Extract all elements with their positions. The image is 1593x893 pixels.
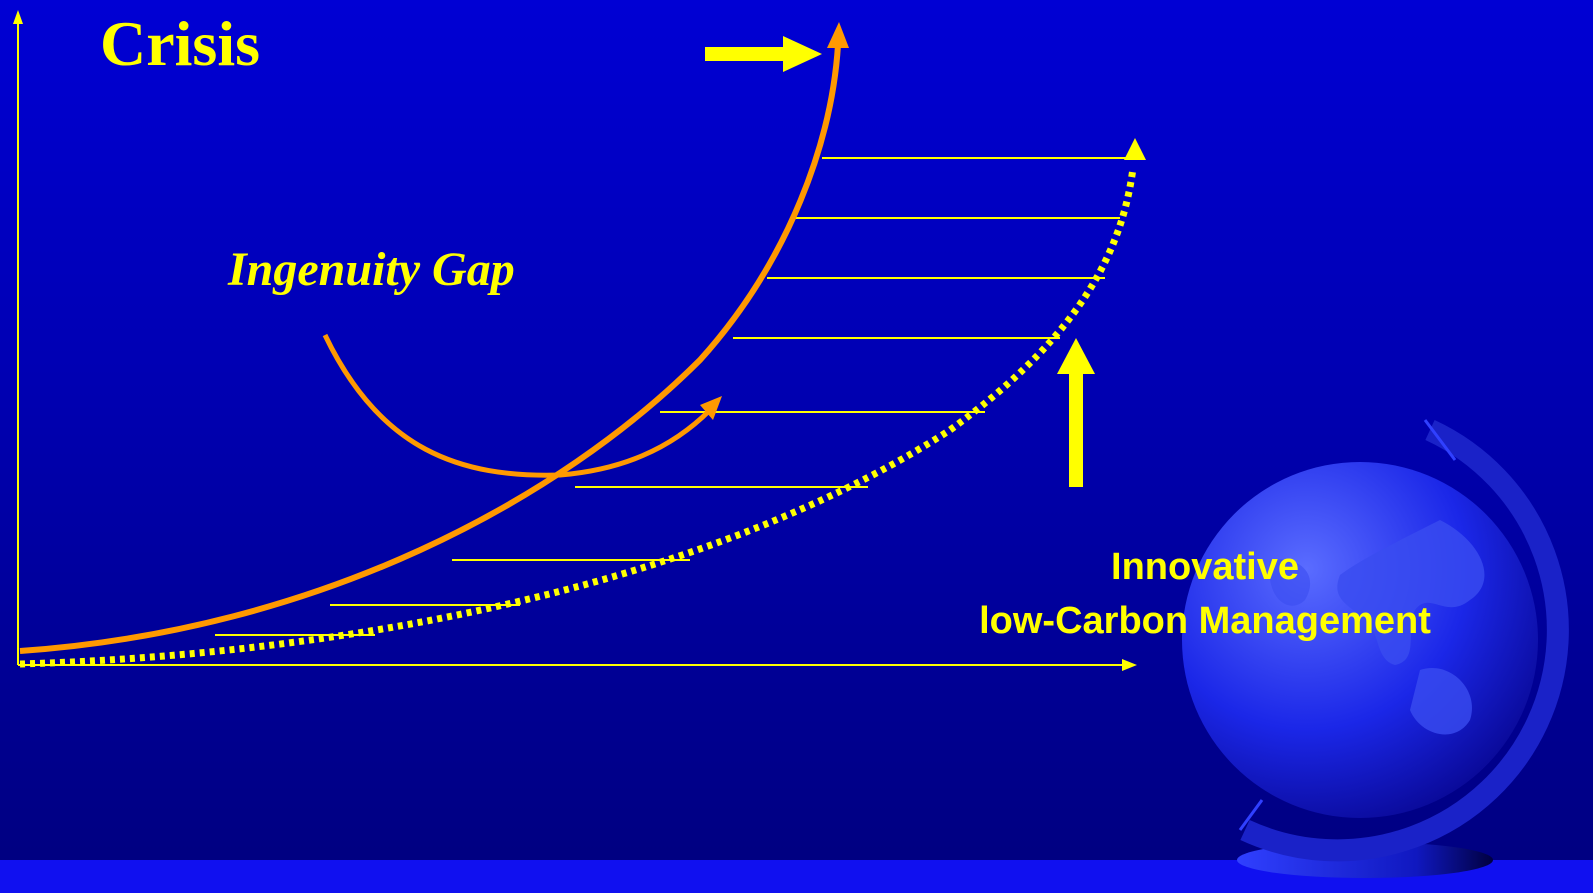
globe-icon [1182,419,1569,878]
axes [13,10,1137,671]
crisis-curve-arrowhead [827,22,849,48]
right-arrow-icon [705,36,822,72]
up-arrow-icon [1057,338,1095,487]
management-label: Innovative low-Carbon Management [905,540,1505,648]
ingenuity-gap-arrowhead [700,396,722,420]
ingenuity-gap-arrow [322,333,722,478]
ingenuity-gap-label: Ingenuity Gap [228,243,515,296]
y-axis-arrowhead [13,10,23,24]
crisis-title: Crisis [100,8,260,79]
innovation-curve-arrowhead [1124,138,1146,160]
management-label-line2: low-Carbon Management [979,600,1431,642]
management-label-line1: Innovative [1111,546,1299,588]
x-axis-arrowhead [1122,659,1137,671]
innovation-curve [19,138,1146,668]
crisis-curve [19,22,849,654]
